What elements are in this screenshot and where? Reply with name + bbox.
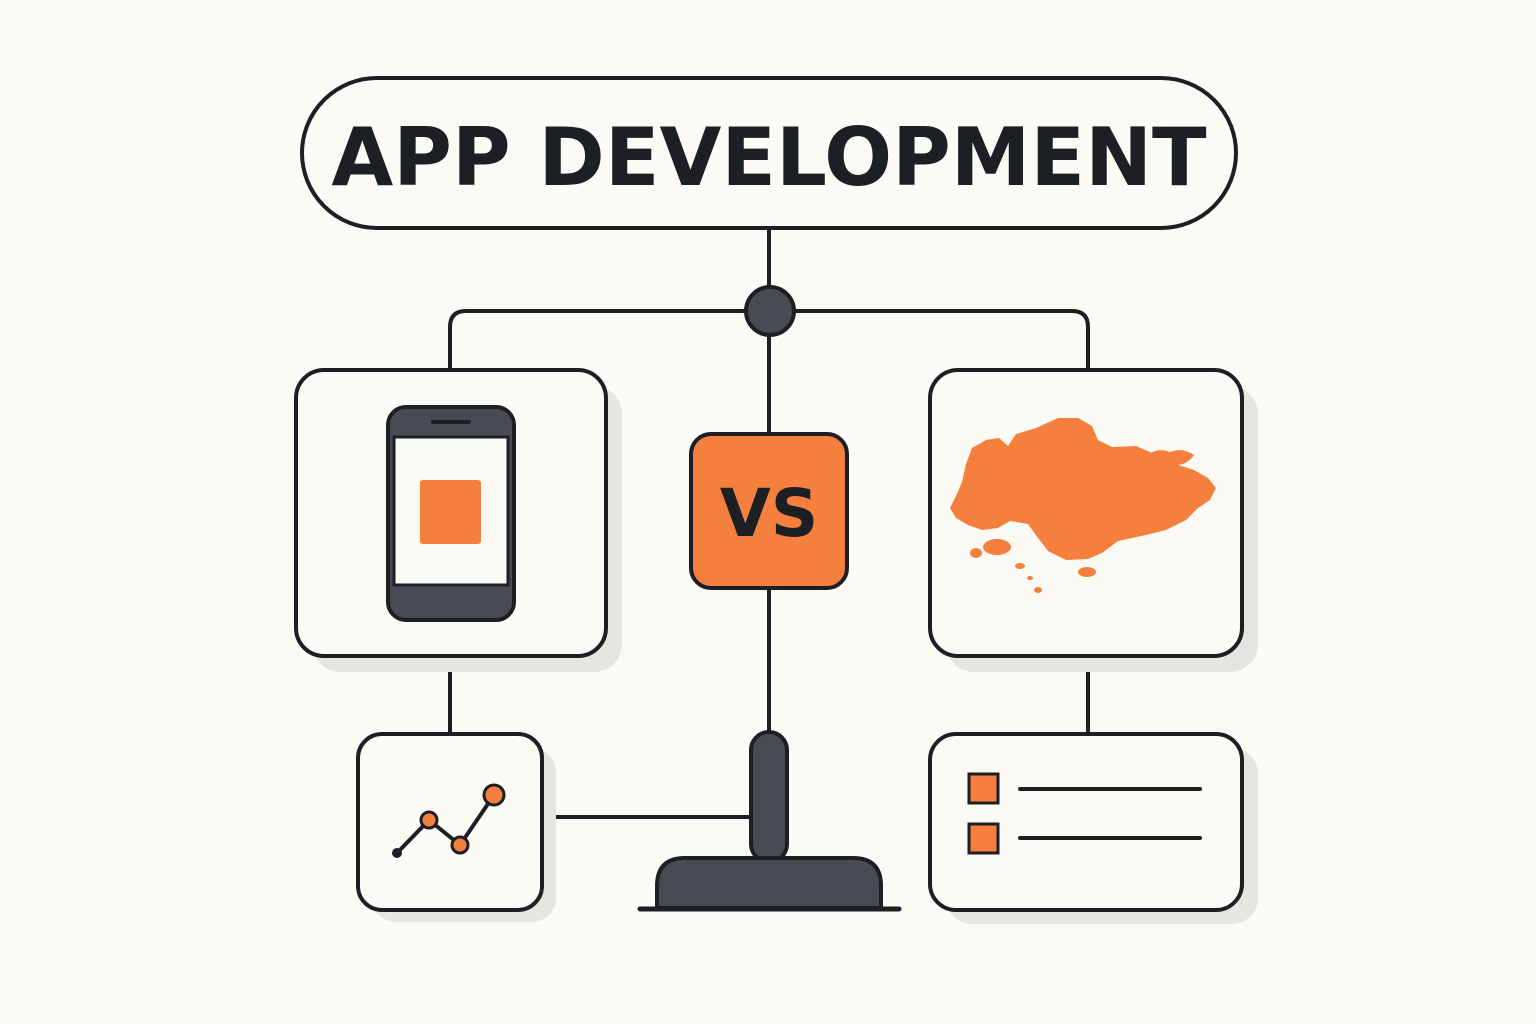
- title-pill: APP DEVELOPMENT: [300, 76, 1238, 230]
- map-silhouette-icon: [950, 418, 1216, 593]
- vs-box: VS: [689, 432, 849, 590]
- card-left-top: [294, 368, 622, 672]
- hub-node: [744, 285, 796, 337]
- pedestal-icon: [637, 730, 902, 912]
- card-right-bottom: [928, 732, 1258, 924]
- checklist-icon: [967, 772, 1202, 855]
- smartphone-icon: [386, 405, 516, 622]
- card-right-top: [928, 368, 1258, 672]
- card-left-bottom: [356, 732, 556, 922]
- page-title: APP DEVELOPMENT: [331, 111, 1207, 204]
- connector-hub-left-branch: [448, 309, 748, 372]
- line-chart-icon: [392, 783, 506, 858]
- vs-label: VS: [720, 475, 819, 552]
- connector-hub-right-branch: [792, 309, 1090, 372]
